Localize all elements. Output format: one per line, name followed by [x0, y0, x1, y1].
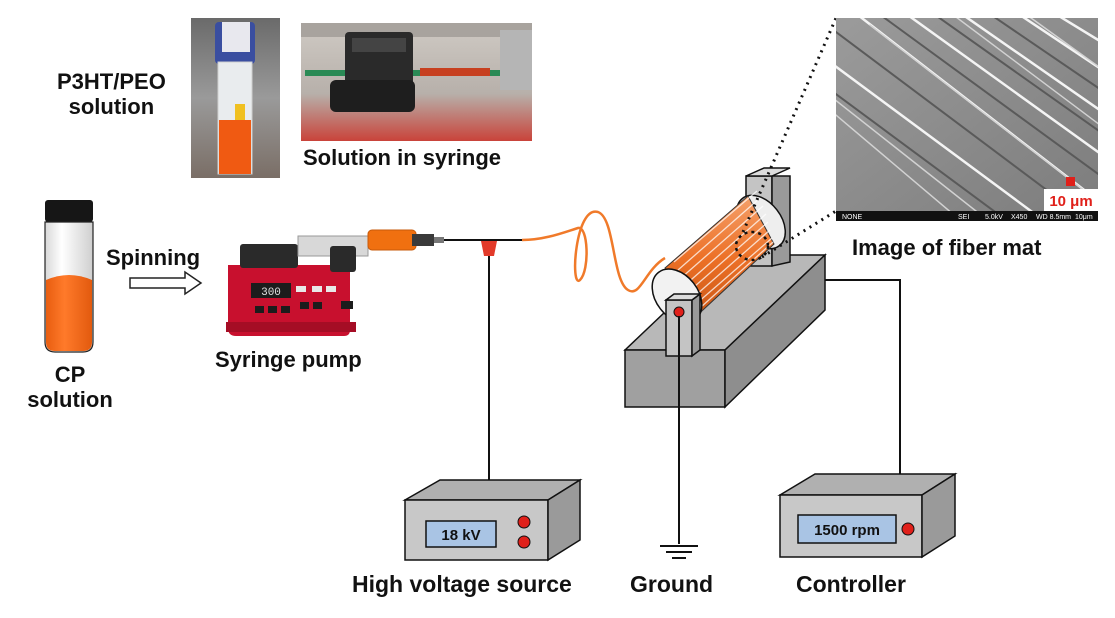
- cp-solution-label-line1: CP: [54, 362, 86, 387]
- syringe-pump-label: Syringe pump: [215, 347, 362, 372]
- sem-scale-bar-label: 10 μm: [1049, 193, 1092, 210]
- ground-symbol: [660, 316, 698, 559]
- sem-info-scale: 10μm: [1075, 214, 1093, 221]
- cp-solution-label-line2: solution: [27, 387, 113, 413]
- sem-info-detector: NONE: [842, 214, 863, 221]
- alligator-clip: [481, 241, 497, 480]
- controller-display: 1500 rpm: [814, 522, 880, 539]
- sem-info-working-distance: WD 8.5mm: [1036, 214, 1071, 221]
- zoom-region: [734, 230, 770, 262]
- zoom-lines: [741, 17, 838, 259]
- syringe-pump: 300: [226, 229, 444, 336]
- collector-front-post: [663, 292, 703, 358]
- spinning-arrow: [129, 270, 203, 296]
- sem-info-mode: SEI: [958, 214, 969, 221]
- sem-info-magnification: X450: [1011, 214, 1027, 221]
- syringe-photo: [301, 23, 532, 141]
- high-voltage-source: 18 kV: [402, 478, 583, 562]
- ground-label: Ground: [630, 571, 714, 597]
- voltage-display: 18 kV: [441, 527, 480, 544]
- high-voltage-source-label: High voltage source: [352, 571, 572, 597]
- fiber-mat-label: Image of fiber mat: [852, 235, 1042, 260]
- sem-fiber-image: NONE SEI 5.0kV X450 WD 8.5mm 10μm 10 μm: [836, 18, 1098, 221]
- solution-in-syringe-label: Solution in syringe: [303, 145, 502, 170]
- p3ht-peo-label-line2: solution: [68, 94, 155, 120]
- controller-label: Controller: [796, 571, 906, 597]
- p3ht-solution-photo: [191, 18, 280, 178]
- cp-solution-vial: [44, 200, 94, 353]
- controller-device: 1500 rpm: [777, 472, 958, 559]
- p3ht-peo-label: P3HT/PEO solution: [57, 69, 166, 120]
- pump-display: 300: [261, 287, 281, 299]
- fiber-jet: [521, 210, 666, 293]
- cp-solution-label: CP solution: [26, 362, 114, 413]
- p3ht-peo-label-line1: P3HT/PEO: [57, 69, 166, 94]
- sem-info-voltage: 5.0kV: [985, 214, 1003, 221]
- controller-wire: [825, 279, 901, 474]
- spinning-label: Spinning: [106, 245, 201, 270]
